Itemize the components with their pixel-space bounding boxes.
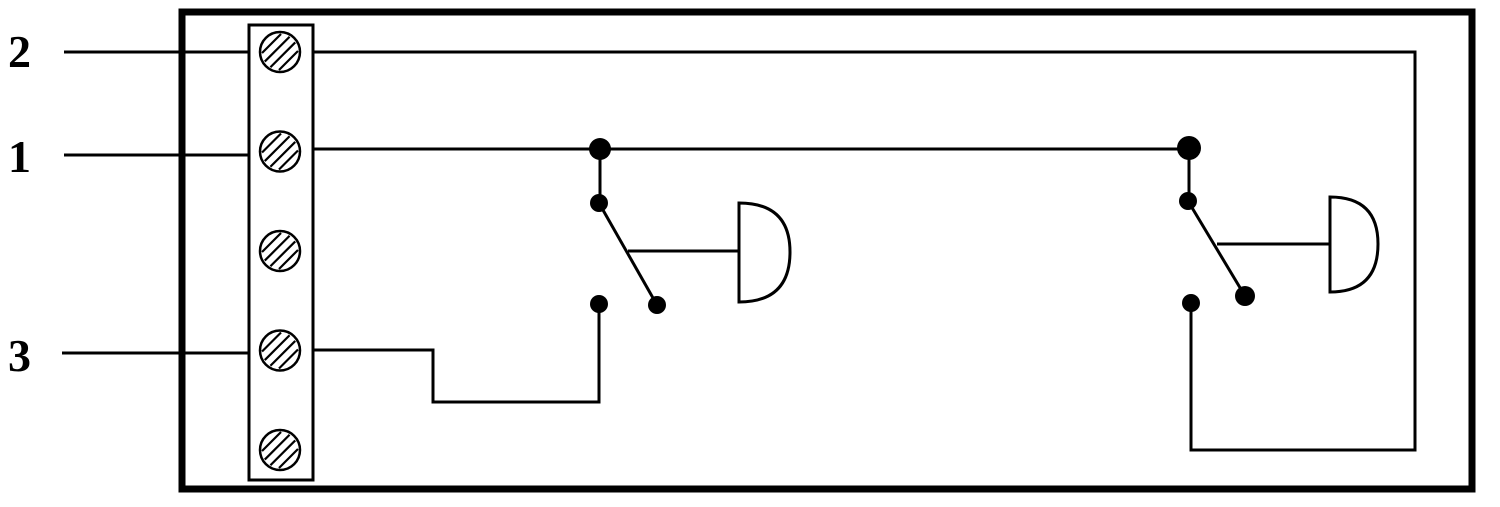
relay-2-nc-contact xyxy=(1235,286,1255,306)
relay-1-switch-arm xyxy=(597,202,659,306)
terminal-screw-icon xyxy=(258,428,302,472)
terminal-label-3: 3 xyxy=(8,330,31,381)
relay-1 xyxy=(589,138,792,314)
wire-terminal-2-loop xyxy=(313,50,1417,452)
internal-wiring xyxy=(313,50,1417,452)
relay-2-switch-arm xyxy=(1186,200,1247,297)
relay-2-coil-icon xyxy=(1328,195,1380,294)
relay-1-coil-icon xyxy=(737,201,792,304)
terminal-screw-icon xyxy=(258,130,302,173)
relay-1-no-contact xyxy=(590,295,608,313)
relay-1-nc-contact xyxy=(648,296,666,314)
relay-2 xyxy=(1177,136,1380,312)
wire-terminal-3 xyxy=(313,305,601,404)
terminal-screw-icon xyxy=(258,329,302,372)
terminal-screw-icon xyxy=(258,229,302,273)
terminal-strip xyxy=(247,23,315,482)
terminal-label-1: 1 xyxy=(8,131,31,182)
terminal-block xyxy=(247,23,315,482)
terminal-label-2: 2 xyxy=(8,26,31,77)
relay-2-no-contact xyxy=(1182,294,1200,312)
terminal-screw-icon xyxy=(258,30,302,74)
enclosure-frame xyxy=(178,8,1476,493)
